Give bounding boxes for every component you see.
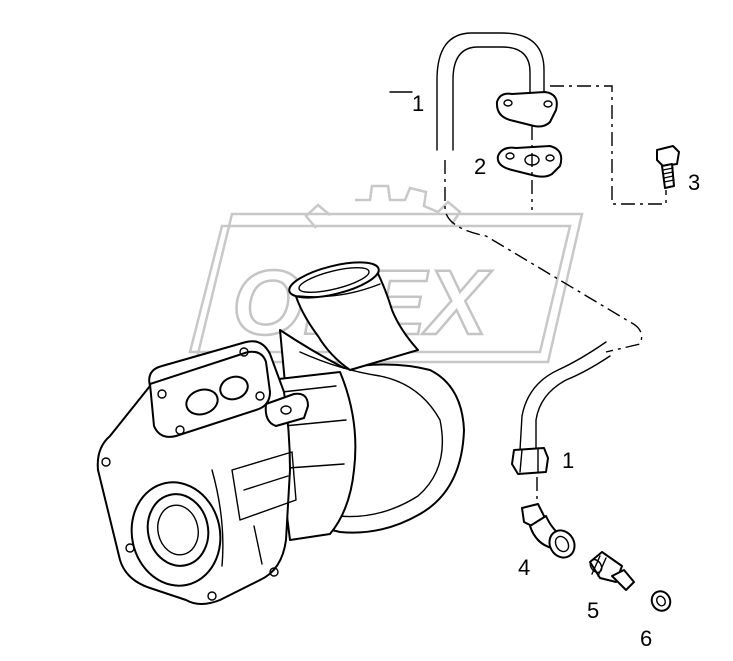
adapter-fitting xyxy=(589,551,635,591)
pipe-flange xyxy=(495,91,558,128)
dashed-leader-pipe xyxy=(444,160,643,353)
oil-pipe-upper xyxy=(436,32,545,151)
dashed-leader-bolt xyxy=(550,85,667,205)
callout-number: 1 xyxy=(412,91,424,116)
callout-3: 3 xyxy=(688,170,700,195)
callout-6: 6 xyxy=(640,626,652,651)
washer xyxy=(650,590,672,612)
callout-5: 5 xyxy=(587,598,599,623)
callout-2: 2 xyxy=(474,154,486,179)
callout-1-lower: 1 xyxy=(562,448,574,473)
pipe-nut xyxy=(511,447,549,475)
turbocharger xyxy=(96,261,465,605)
oil-pipe-lower xyxy=(519,341,611,451)
gasket xyxy=(496,145,563,178)
callout-4: 4 xyxy=(518,555,530,580)
elbow-fitting xyxy=(521,503,576,559)
bolt xyxy=(656,145,680,189)
callout-1-upper: 1 xyxy=(389,91,424,116)
